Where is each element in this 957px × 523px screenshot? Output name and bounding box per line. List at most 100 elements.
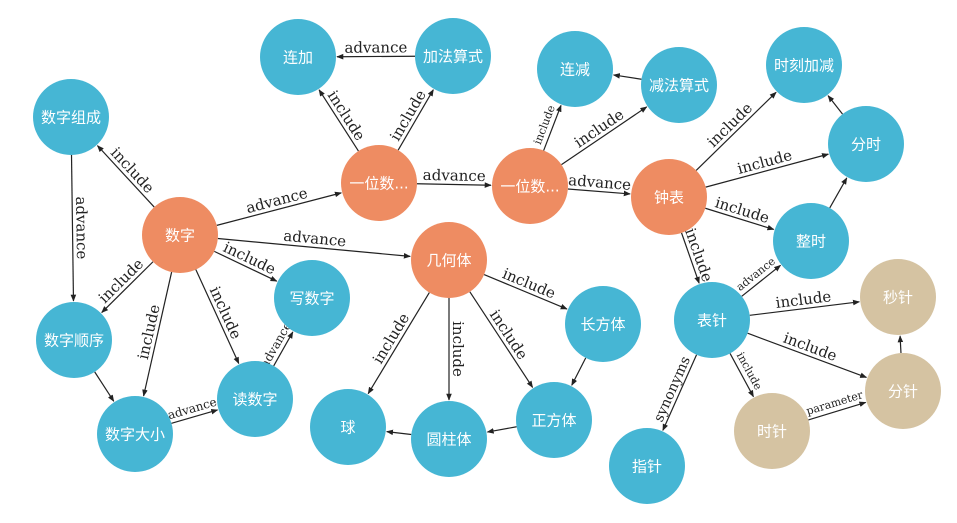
edge-label-shuzi-to-xieshuzi: include — [220, 238, 278, 278]
node-label-jianfa: 减法算式 — [649, 77, 709, 95]
node-circle-jiafa — [415, 18, 491, 94]
edge-fenzhen-to-miaozhen — [897, 335, 904, 354]
edge-changfang-to-zhengfang — [571, 357, 587, 386]
node-label-shike: 时刻加减 — [774, 57, 834, 75]
node-zhengshi: 整时 — [773, 203, 849, 279]
node-zhengfang: 正方体 — [516, 382, 592, 458]
edge-yiwei2-to-lianjian — [543, 104, 562, 151]
node-shunxu: 数字顺序 — [36, 302, 112, 378]
edge-label-biaozhen-to-fenzhen: include — [781, 329, 840, 365]
edge-shizhen-to-fenzhen — [808, 401, 867, 421]
edge-dushuzi-to-xieshuzi — [273, 331, 294, 367]
node-label-zhizhen: 指针 — [632, 458, 662, 476]
node-yiwei2: 一位数... — [492, 148, 568, 224]
node-fenshi: 分时 — [828, 106, 904, 182]
node-circle-biaozhen — [674, 282, 750, 358]
edge-label-daxiao-to-dushuzi: advance — [166, 395, 218, 423]
edge-label-jihe-to-zhengfang: include — [486, 306, 532, 363]
node-zhongbiao: 钟表 — [631, 159, 707, 235]
node-label-fenzhen: 分针 — [888, 383, 918, 401]
node-daxiao: 数字大小 — [97, 396, 173, 472]
node-shizhen: 时针 — [734, 393, 810, 469]
node-label-xieshuzi: 写数字 — [289, 290, 334, 308]
edge-shuzi-to-jihe — [217, 237, 411, 259]
edge-label-shuzi-to-zuc: include — [107, 144, 158, 197]
edge-label-yiwei1-to-jiafa: include — [386, 87, 430, 144]
node-fenzhen: 分针 — [865, 353, 941, 429]
edge-label-yiwei1-to-lianjia: include — [324, 87, 369, 144]
edges-layer — [70, 53, 904, 436]
node-circle-zhengshi — [773, 203, 849, 279]
edge-label-yiwei2-to-zhongbiao: advance — [568, 171, 632, 194]
node-label-lianjian: 连减 — [560, 61, 590, 79]
edge-label-zhongbiao-to-biaozhen: include — [681, 226, 716, 285]
node-dushuzi: 读数字 — [217, 361, 293, 437]
node-xieshuzi: 写数字 — [274, 260, 350, 336]
edge-biaozhen-to-zhengshi — [741, 264, 782, 297]
edge-zuc-to-shunxu — [70, 154, 77, 302]
node-jihe: 几何体 — [411, 222, 487, 298]
edge-label-jihe-to-yuanzhu: include — [449, 321, 467, 377]
edge-label-biaozhen-to-shizhen: include — [734, 350, 765, 392]
node-label-yiwei1: 一位数... — [349, 175, 408, 193]
node-lianjian: 连减 — [537, 31, 613, 107]
edge-yiwei1-to-jiafa — [397, 89, 434, 151]
node-miaozhen: 秒针 — [860, 259, 936, 335]
node-circle-zuc — [33, 79, 109, 155]
edge-yiwei2-to-zhongbiao — [567, 188, 631, 197]
node-circle-jianfa — [641, 47, 717, 123]
edge-yiwei1-to-yiwei2 — [416, 182, 492, 188]
edge-shuzi-to-zuc — [96, 145, 155, 208]
edge-label-shuzi-to-daxiao: include — [134, 303, 164, 362]
node-biaozhen: 表针 — [674, 282, 750, 358]
node-yuanzhu: 圆柱体 — [411, 401, 487, 477]
edge-label-biaozhen-to-zhizhen: synonyms — [651, 354, 694, 424]
edge-biaozhen-to-miaozhen — [749, 299, 860, 316]
edge-label-jihe-to-changfang: include — [500, 264, 559, 302]
node-label-jiafa: 加法算式 — [423, 48, 483, 66]
edge-shuzi-to-shunxu — [101, 261, 154, 314]
node-label-shunxu: 数字顺序 — [44, 332, 104, 350]
node-zhizhen: 指针 — [609, 428, 685, 504]
edge-yiwei1-to-lianjia — [318, 89, 359, 152]
node-label-fenshi: 分时 — [851, 136, 881, 154]
node-label-biaozhen: 表针 — [697, 312, 727, 330]
node-label-dushuzi: 读数字 — [232, 391, 277, 409]
edge-label-zuc-to-shunxu: advance — [72, 196, 91, 259]
edge-label-jihe-to-qiu: include — [369, 310, 413, 367]
node-shike: 时刻加减 — [766, 27, 842, 103]
node-label-zhongbiao: 钟表 — [654, 189, 684, 207]
nodes-layer: 连加加法算式连减减法算式时刻加减分时数字组成一位数...一位数...钟表数字整时… — [33, 18, 941, 504]
node-circle-changfang — [565, 286, 641, 362]
edge-label-zhongbiao-to-zhengshi: include — [713, 193, 772, 227]
node-circle-yiwei1 — [341, 145, 417, 221]
edge-yiwei2-to-jianfa — [561, 106, 648, 166]
node-label-yuanzhu: 圆柱体 — [426, 431, 471, 449]
node-circle-yuanzhu — [411, 401, 487, 477]
node-label-qiu: 球 — [340, 419, 355, 437]
node-shuzi: 数字 — [142, 197, 218, 273]
node-circle-zhengfang — [516, 382, 592, 458]
edge-label-jiafa-to-lianjia: advance — [344, 38, 407, 56]
node-circle-miaozhen — [860, 259, 936, 335]
node-circle-zhongbiao — [631, 159, 707, 235]
edge-shuzi-to-daxiao — [142, 271, 173, 397]
node-circle-shike — [766, 27, 842, 103]
edge-label-shuzi-to-jihe: advance — [283, 227, 347, 251]
node-jiafa: 加法算式 — [415, 18, 491, 94]
node-circle-shizhen — [734, 393, 810, 469]
node-label-jihe: 几何体 — [426, 252, 471, 270]
node-circle-shuzi — [142, 197, 218, 273]
node-circle-lianjian — [537, 31, 613, 107]
node-label-lianjia: 连加 — [283, 49, 313, 67]
node-yiwei1: 一位数... — [341, 145, 417, 221]
node-circle-daxiao — [97, 396, 173, 472]
edge-zhengshi-to-fenshi — [829, 177, 848, 209]
edge-label-biaozhen-to-zhengshi: advance — [734, 255, 778, 294]
edge-label-biaozhen-to-miaozhen: include — [775, 287, 833, 312]
node-circle-fenshi — [828, 106, 904, 182]
node-label-shuzi: 数字 — [165, 227, 195, 245]
edge-label-shuzi-to-shunxu: include — [95, 255, 147, 307]
edge-label-yiwei1-to-yiwei2: advance — [423, 166, 486, 185]
node-label-shizhen: 时针 — [757, 423, 787, 441]
